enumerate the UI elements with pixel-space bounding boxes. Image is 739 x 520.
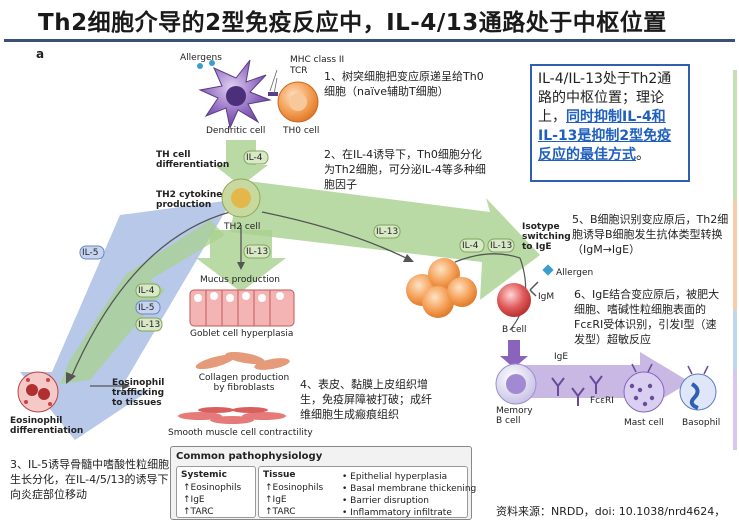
panel-label: a xyxy=(36,47,45,61)
tissue-feature: • Basal membrane thickening xyxy=(342,484,477,494)
step-2: 2、在IL-4诱导下，Th0细胞分化为Th2细胞，可分泌IL-4等多种细胞因子 xyxy=(324,148,486,191)
b-cell-label: B cell xyxy=(502,325,527,335)
il5-label: IL-5 xyxy=(138,303,155,313)
step-6: 6、IgE结合变应原后，被肥大细胞、嗜碱性粒细胞表面的FcεRI受体识别，引发I… xyxy=(574,288,720,346)
smooth-muscle xyxy=(178,407,286,424)
mast-cell-label: Mast cell xyxy=(624,418,664,428)
smooth-muscle-label: Smooth muscle cell contractility xyxy=(168,428,313,438)
allergens-label: Allergens xyxy=(180,53,222,63)
il4-label: IL-4 xyxy=(138,286,155,296)
dendritic-cell-label: Dendritic cell xyxy=(206,126,266,136)
il13-label: IL-13 xyxy=(246,247,269,257)
systemic-title: Systemic xyxy=(181,470,227,480)
collagen-label: Collagen production by fibroblasts xyxy=(198,373,290,393)
callout-text: IL-4/IL-13处于Th2通路的中枢位置；理论上， xyxy=(538,71,672,125)
tissue-feature: • Epithelial hyperplasia xyxy=(342,472,448,482)
tissue-feature: • Inflammatory infiltrate xyxy=(342,508,452,518)
basophil-label: Basophil xyxy=(682,418,721,428)
systemic-item: ↑IgE xyxy=(183,495,205,505)
igm-label: IgM xyxy=(538,292,555,302)
systemic-item: ↑TARC xyxy=(183,507,214,517)
page-title: Th2细胞介导的2型免疫反应中，IL-4/13通路处于中枢位置 xyxy=(38,10,667,36)
th-diff-label: TH cell differentiation xyxy=(156,150,230,170)
il13-label: IL-13 xyxy=(490,241,513,251)
tcr-label: TCR xyxy=(290,66,308,76)
il13-label: IL-13 xyxy=(376,227,399,237)
title-divider xyxy=(4,39,735,42)
th2-production-label: TH2 cytokine production xyxy=(156,190,223,210)
mucus-label: Mucus production xyxy=(200,275,280,285)
isotype-label: Isotype switching to IgE xyxy=(522,222,571,252)
dendritic-cell xyxy=(198,59,272,130)
goblet-cells xyxy=(189,289,295,327)
systemic-item: ↑Eosinophils xyxy=(183,483,242,493)
step-5: 5、B细胞识别变应原后，Th2细胞诱导B细胞发生抗体类型转换（IgM→IgE） xyxy=(572,213,729,256)
eos-differentiation-label: Eosinophil differentiation xyxy=(10,416,84,436)
ige-label: IgE xyxy=(554,352,569,362)
il4-label: IL-4 xyxy=(246,153,263,163)
th0-cell-label: TH0 cell xyxy=(283,126,320,136)
b-cell xyxy=(497,283,531,317)
memory-b-cell-label: Memory B cell xyxy=(496,406,533,426)
basophil xyxy=(679,365,717,411)
goblet-label: Goblet cell hyperplasia xyxy=(190,329,294,339)
source-note: 资料来源：NRDD，doi: 10.1038/nrd4624， xyxy=(496,505,726,518)
mhc-label: MHC class II xyxy=(290,55,345,65)
step-4: 4、表皮、黏膜上皮组织增生，免疫屏障被打破；成纤维细胞生成瘢痕组织 xyxy=(300,378,432,421)
tissue-feature: • Barrier disruption xyxy=(342,496,429,506)
il13-label: IL-13 xyxy=(138,320,161,330)
mast-cell xyxy=(623,363,665,413)
eos-trafficking-label: Eosinophil trafficking to tissues xyxy=(112,378,165,408)
tissue-title: Tissue xyxy=(263,470,296,480)
eosinophil xyxy=(17,371,59,413)
step-1: 1、树突细胞把变应原递呈给Th0细胞（naïve辅助T细胞） xyxy=(324,70,484,98)
callout-highlight: 同时抑制IL-4和IL-13是抑制2型免疫反应的最佳方式 xyxy=(538,109,672,163)
tissue-item: ↑IgE xyxy=(265,495,287,505)
fceri-label: FcεRI xyxy=(590,396,614,406)
tissue-item: ↑TARC xyxy=(265,507,296,517)
callout-end: 。 xyxy=(636,147,650,163)
systemic-box xyxy=(176,466,256,518)
ige-antibodies xyxy=(551,375,603,406)
pathophysiology-title: Common pathophysiology xyxy=(176,451,323,462)
key-conclusion-box: IL-4/IL-13处于Th2通路的中枢位置；理论上，同时抑制IL-4和IL-1… xyxy=(530,64,690,182)
il4-label: IL-4 xyxy=(462,241,479,251)
fibroblasts xyxy=(195,351,290,370)
il5-label: IL-5 xyxy=(82,248,99,258)
allergen-label: Allergen xyxy=(556,268,594,278)
th2-cell-label: TH2 cell xyxy=(224,222,261,232)
tissue-item: ↑Eosinophils xyxy=(265,483,324,493)
step-3: 3、IL-5诱导骨髓中嗜酸性粒细胞生长分化，在IL-4/5/13的诱导下向炎症部… xyxy=(10,458,170,501)
th2-b-cluster xyxy=(406,258,477,318)
